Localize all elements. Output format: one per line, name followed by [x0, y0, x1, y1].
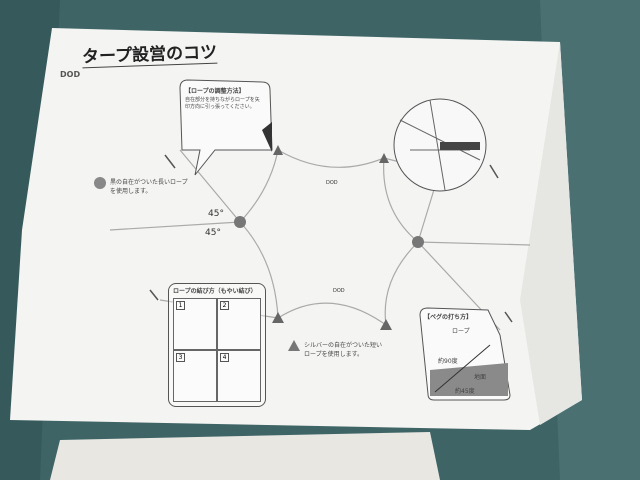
knot-step: 2 — [217, 298, 261, 350]
peg-icons — [149, 154, 513, 323]
edge-line — [277, 302, 387, 326]
pole-marker-triangle — [272, 312, 284, 323]
pole-marker-black — [412, 236, 424, 248]
ground-shade — [430, 363, 508, 396]
edge-line — [239, 221, 279, 319]
stake-icon — [489, 164, 499, 179]
pole-logo: DOD — [333, 288, 345, 294]
peg-ground-label: 地面 — [474, 374, 487, 381]
legend-circle — [94, 177, 106, 189]
pole-marker-triangle — [273, 145, 283, 155]
guy-line — [179, 149, 241, 223]
step-number: 3 — [176, 353, 185, 362]
guy-line — [109, 221, 241, 231]
peg-line — [434, 344, 491, 393]
edge-line — [239, 149, 279, 223]
peg-angle-90: 約90度 — [438, 358, 458, 365]
edge-line — [277, 149, 385, 168]
knot-box: ロープの結び方（もやい結び） 1 2 3 4 — [168, 283, 266, 407]
legend-triangle — [288, 340, 300, 351]
stake-icon — [504, 311, 513, 323]
knot-heading: ロープの結び方（もやい結び） — [173, 288, 257, 295]
pole-logo: DOD — [326, 180, 338, 186]
stake-icon — [149, 289, 159, 301]
step-number: 4 — [220, 353, 229, 362]
pole-marker-triangle — [380, 319, 392, 330]
stake-icon — [164, 154, 176, 169]
peg-heading: 【ペグの打ち方】 — [424, 314, 473, 321]
peg-rope-label: ロープ — [452, 328, 470, 335]
step-number: 1 — [176, 301, 185, 310]
paper-crease — [520, 42, 582, 425]
detail-pole — [440, 142, 480, 150]
page-title: タープ設営のコツ — [81, 37, 218, 69]
rope-adjust-bubble — [179, 79, 273, 176]
step-number: 2 — [220, 301, 229, 310]
knot-step: 4 — [217, 350, 261, 402]
peg-angle-45: 約45度 — [455, 388, 475, 395]
rope-adjust-text: 自在部分を持ちながらロープを矢印方向に引っ張ってください。 — [185, 97, 260, 110]
under-paper — [50, 432, 440, 480]
dod-logo: DOD — [60, 70, 81, 79]
rope-adjust-heading: 【ロープの調整方法】 — [185, 88, 245, 95]
pole-marker-triangle — [379, 153, 389, 163]
angle-label: 45° — [208, 209, 224, 219]
rope-adjust-anchor — [262, 122, 272, 152]
long-rope-note: 黒の自在がついた長いロープを使用します。 — [110, 179, 188, 195]
angle-label: 45° — [205, 228, 221, 238]
short-rope-note: シルバーの自在がついた短いロープを使用します。 — [304, 342, 383, 358]
pole-marker-black — [234, 216, 246, 228]
guy-line — [417, 241, 531, 246]
edge-line — [383, 157, 419, 243]
knot-step: 3 — [173, 350, 217, 402]
edge-line — [384, 241, 419, 326]
knot-step: 1 — [173, 298, 217, 350]
